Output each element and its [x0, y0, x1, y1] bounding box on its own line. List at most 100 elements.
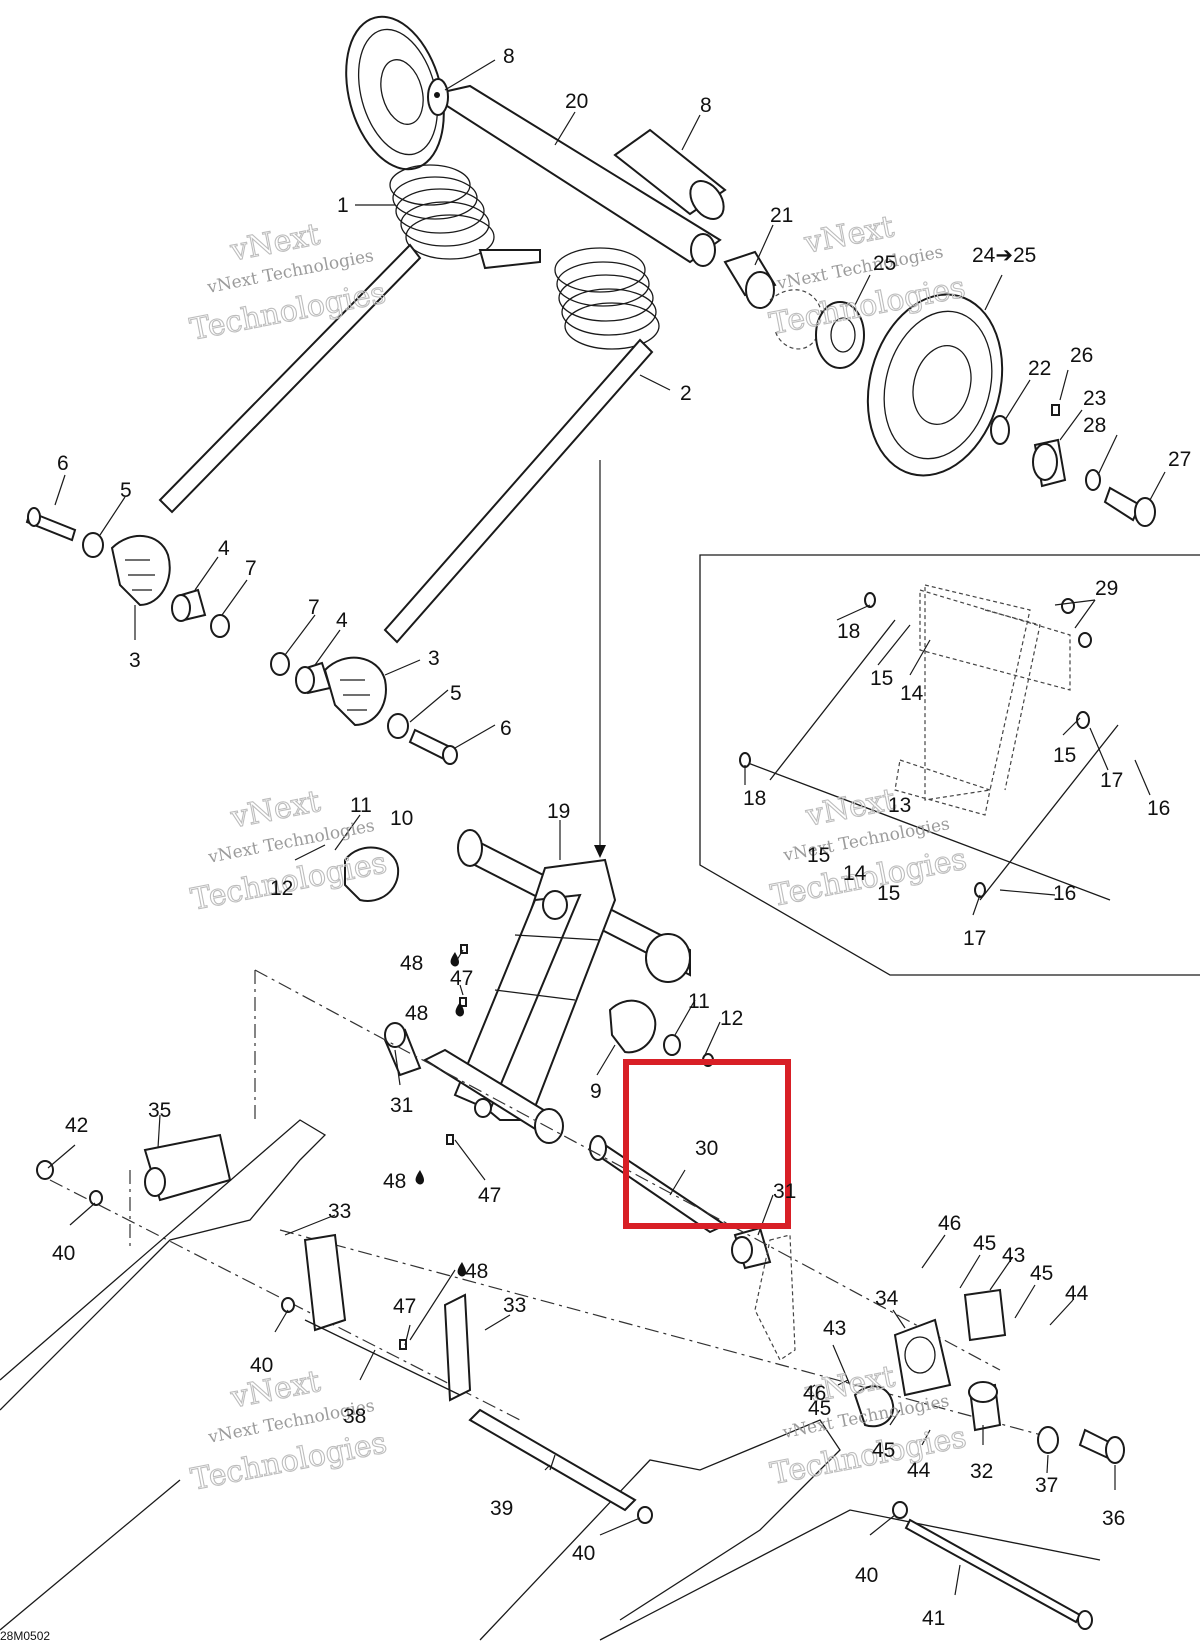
callout-1: 1: [337, 194, 349, 217]
callout-7-right: 7: [308, 596, 320, 619]
grease-drop-icon: [415, 1170, 424, 1185]
bracket-35: [143, 1133, 232, 1202]
idler-wheel-right: [866, 293, 1004, 477]
callout-26: 26: [1070, 344, 1093, 367]
callout-40-b: 40: [250, 1354, 273, 1377]
grease-drop-icon: [450, 952, 459, 967]
callout-45-d: 45: [872, 1439, 895, 1462]
washer-11-right: [663, 1034, 681, 1056]
spring-1: [158, 164, 541, 514]
watermark-4: vNext vNext Technologies Technologies: [767, 782, 970, 915]
callout-14-top: 14: [900, 682, 924, 705]
callout-24-25: 24➔25: [972, 244, 1036, 267]
adapter-34: [893, 1318, 952, 1397]
callout-18-bottom: 18: [743, 787, 766, 810]
callout-7-left: 7: [245, 557, 257, 580]
callout-40-a: 40: [52, 1242, 75, 1265]
grease-drop-icons: [415, 952, 466, 1277]
spring-stopper-3-left: [110, 534, 171, 607]
callout-44-top: 44: [1065, 1282, 1089, 1305]
nut-42: [36, 1160, 54, 1180]
bearing-25: [815, 301, 865, 369]
highlight-box-part-30: [623, 1059, 791, 1229]
callout-25: 25: [873, 252, 896, 275]
axle-shaft-20: [427, 78, 722, 267]
washer-28: [1085, 469, 1101, 491]
callout-37: 37: [1035, 1474, 1058, 1497]
leader-lines: [47, 59, 1166, 1596]
bracket-right: [754, 1234, 796, 1361]
washer-5-right: [387, 713, 409, 739]
stopper-10: [344, 846, 400, 902]
callout-41: 41: [922, 1607, 945, 1630]
callout-6-right: 6: [500, 717, 512, 740]
callout-48-d: 48: [465, 1260, 488, 1283]
slide-rail-right: [479, 1419, 1101, 1641]
callout-15-b: 15: [1053, 744, 1076, 767]
spacer-4-right: [295, 661, 332, 695]
callout-3-left: 3: [129, 649, 141, 672]
callout-42: 42: [65, 1114, 88, 1137]
callout-5-left: 5: [120, 479, 132, 502]
callout-12-left: 12: [270, 877, 293, 900]
assembly-arrow: [594, 460, 606, 858]
bushing-32: [968, 1381, 1002, 1432]
callout-40-c: 40: [572, 1542, 595, 1565]
callout-19: 19: [547, 800, 570, 823]
callout-46-bottom: 46: [803, 1382, 826, 1405]
callout-32: 32: [970, 1460, 993, 1483]
spacer-4-left: [171, 588, 207, 622]
grease-drop-icon: [455, 1002, 464, 1017]
callout-8-wheel: 8: [503, 45, 515, 68]
callout-31-left: 31: [390, 1094, 413, 1117]
retaining-ring-22: [990, 415, 1010, 445]
callout-4-left: 4: [218, 537, 230, 560]
callout-10: 10: [390, 807, 413, 830]
callout-47-b: 47: [478, 1184, 501, 1207]
callout-38: 38: [343, 1405, 366, 1428]
callout-18-top: 18: [837, 620, 860, 643]
callout-17-bottom: 17: [963, 927, 986, 950]
stopper-9: [608, 999, 657, 1054]
callout-48-b: 48: [405, 1002, 428, 1025]
spacer-23: [1032, 438, 1067, 488]
washer-40-mid: [281, 1297, 295, 1313]
callout-45-a: 45: [973, 1232, 996, 1255]
cross-shaft-30: [422, 1048, 728, 1234]
callout-35: 35: [148, 1099, 171, 1122]
callout-33-left: 33: [328, 1200, 351, 1223]
callout-43-bottom: 43: [823, 1317, 846, 1340]
bushing-21: [723, 250, 777, 309]
callout-47-c: 47: [393, 1295, 416, 1318]
callout-36: 36: [1102, 1507, 1125, 1530]
callout-4-right: 4: [336, 609, 348, 632]
callout-21: 21: [770, 204, 793, 227]
callout-43-top: 43: [1002, 1244, 1025, 1267]
nut-7-right: [270, 652, 290, 676]
callout-11-left: 11: [350, 794, 372, 817]
bolt-6-left: [25, 507, 77, 542]
callout-5-right: 5: [450, 682, 462, 705]
callout-47-a: 47: [450, 967, 473, 990]
callout-15-a: 15: [870, 667, 893, 690]
rear-arm-19: [453, 829, 691, 1121]
spring-2: [383, 247, 660, 644]
callout-34: 34: [875, 1287, 899, 1310]
reference-code: 28M0502: [0, 1629, 50, 1643]
callout-29: 29: [1095, 577, 1118, 600]
callout-45-c: 45: [808, 1397, 831, 1420]
callout-2: 2: [680, 382, 692, 405]
callout-11-right: 11: [688, 990, 710, 1013]
callout-20: 20: [565, 90, 588, 113]
callout-33-right: 33: [503, 1294, 526, 1317]
bolt-27: [1103, 486, 1156, 527]
bushing-31-right: [731, 1226, 772, 1270]
callout-44-bottom: 44: [907, 1459, 931, 1482]
slide-rail-left: [0, 1119, 327, 1631]
shaft-39: [468, 1408, 637, 1512]
callout-23: 23: [1083, 387, 1106, 410]
callout-48-a: 48: [400, 952, 423, 975]
nut-7-left: [210, 614, 230, 638]
callout-40-d: 40: [855, 1564, 878, 1587]
